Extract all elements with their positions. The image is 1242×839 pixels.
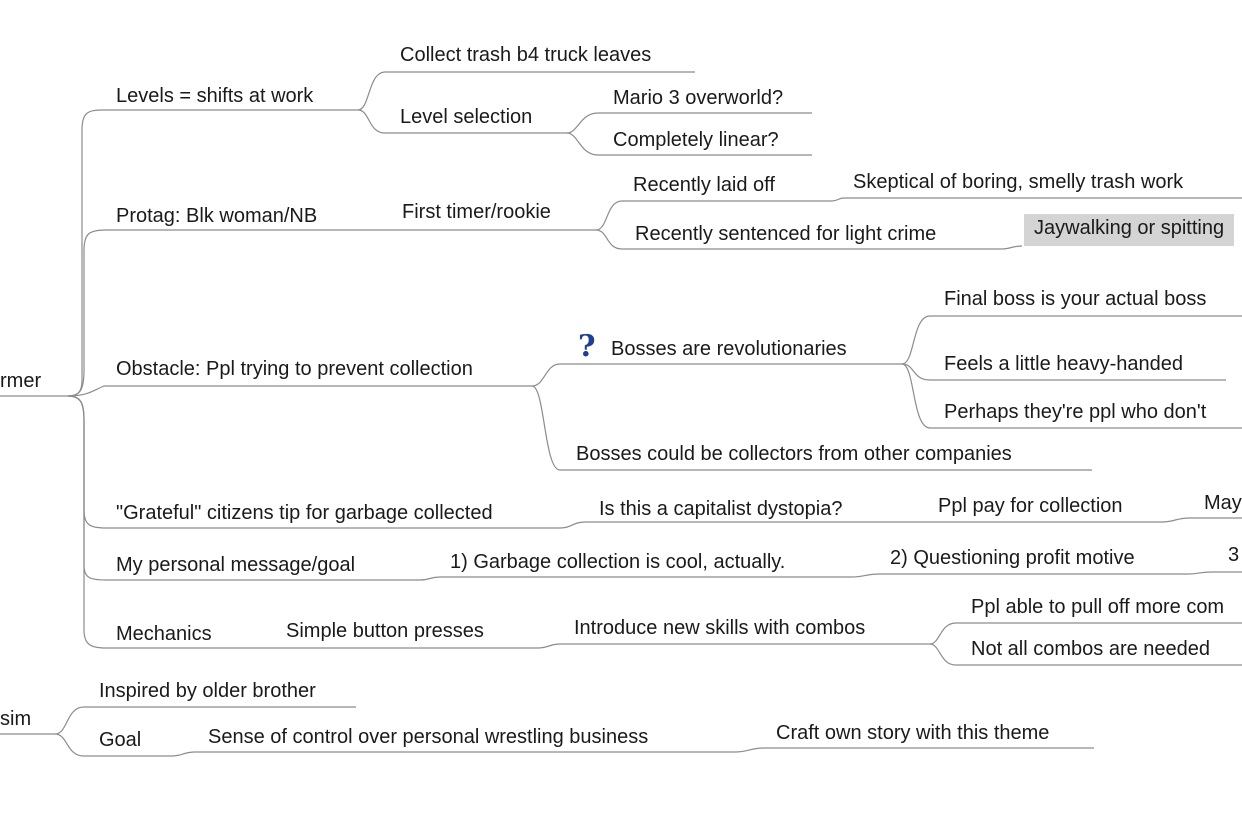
node-bosses-revolutionaries[interactable]: Bosses are revolutionaries	[611, 338, 847, 360]
node-perhaps[interactable]: Perhaps they're ppl who don't	[944, 401, 1207, 423]
node-craft-story[interactable]: Craft own story with this theme	[776, 722, 1050, 744]
node-recently-laid-off[interactable]: Recently laid off	[633, 174, 775, 196]
node-mario-overworld[interactable]: Mario 3 overworld?	[613, 87, 784, 109]
root-node-sim[interactable]: sim	[0, 708, 32, 730]
node-ppl-pay[interactable]: Ppl pay for collection	[938, 495, 1123, 517]
node-protag[interactable]: Protag: Blk woman/NB	[116, 205, 318, 227]
node-recently-sentenced[interactable]: Recently sentenced for light crime	[635, 223, 937, 245]
node-final-boss[interactable]: Final boss is your actual boss	[944, 288, 1207, 310]
node-personal-message[interactable]: My personal message/goal	[116, 554, 356, 576]
node-may[interactable]: May	[1204, 492, 1242, 514]
node-completely-linear[interactable]: Completely linear?	[613, 129, 779, 151]
root-node-platformer[interactable]: rmer	[0, 370, 42, 392]
node-introduce-skills[interactable]: Introduce new skills with combos	[574, 617, 866, 639]
node-goal[interactable]: Goal	[99, 729, 142, 751]
node-not-all-combos[interactable]: Not all combos are needed	[971, 638, 1211, 660]
node-grateful-citizens[interactable]: "Grateful" citizens tip for garbage coll…	[116, 502, 493, 524]
question-mark-icon: ?	[578, 329, 596, 364]
node-sense-of-control[interactable]: Sense of control over personal wrestling…	[208, 726, 649, 748]
node-jaywalking-selected[interactable]: Jaywalking or spitting	[1024, 214, 1235, 246]
node-heavy-handed[interactable]: Feels a little heavy-handed	[944, 353, 1184, 375]
node-first-timer[interactable]: First timer/rookie	[402, 201, 551, 223]
node-level-selection[interactable]: Level selection	[400, 106, 533, 128]
node-three[interactable]: 3	[1228, 544, 1240, 566]
node-inspired-brother[interactable]: Inspired by older brother	[99, 680, 316, 702]
node-obstacle[interactable]: Obstacle: Ppl trying to prevent collecti…	[116, 358, 473, 380]
node-bosses-collectors[interactable]: Bosses could be collectors from other co…	[576, 443, 1012, 465]
node-skeptical[interactable]: Skeptical of boring, smelly trash work	[853, 171, 1184, 193]
node-mechanics[interactable]: Mechanics	[116, 623, 212, 645]
node-simple-buttons[interactable]: Simple button presses	[286, 620, 484, 642]
node-pull-off-combos[interactable]: Ppl able to pull off more com	[971, 596, 1225, 618]
node-capitalist-dystopia[interactable]: Is this a capitalist dystopia?	[599, 498, 843, 520]
node-profit-motive[interactable]: 2) Questioning profit motive	[890, 547, 1135, 569]
node-garbage-cool[interactable]: 1) Garbage collection is cool, actually.	[450, 551, 786, 573]
node-collect-trash[interactable]: Collect trash b4 truck leaves	[400, 44, 652, 66]
node-levels[interactable]: Levels = shifts at work	[116, 85, 314, 107]
